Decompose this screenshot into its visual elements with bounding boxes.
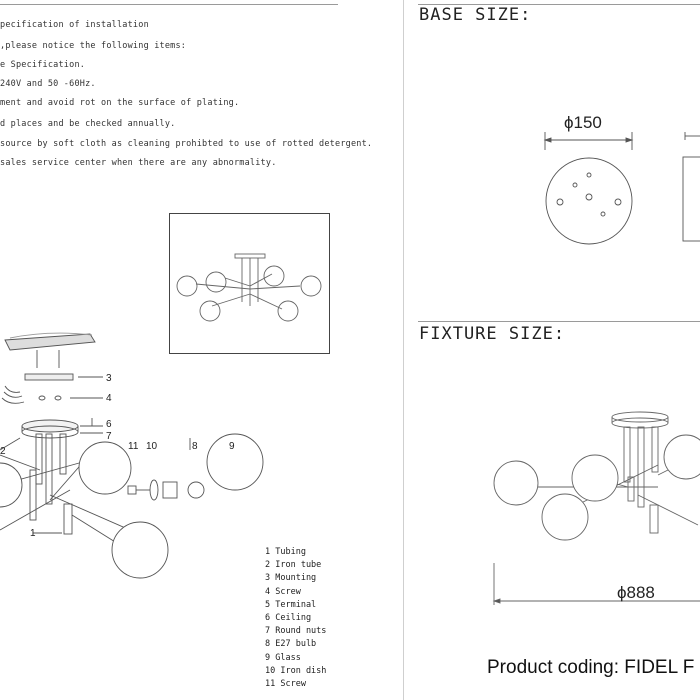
instruction-line: source by soft cloth as cleaning prohibt… xyxy=(0,139,373,149)
instruction-line: d places and be checked annually. xyxy=(0,119,176,129)
product-preview-frame xyxy=(169,213,330,354)
product-preview-drawing xyxy=(176,253,322,322)
legend-item: 6 Ceiling xyxy=(265,613,312,624)
fixture-size-title: FIXTURE SIZE: xyxy=(419,324,566,344)
parts-legend: 1 Tubing 2 Iron tube 3 Mounting 4 Screw … xyxy=(265,546,326,691)
callout-6: 6 xyxy=(106,419,112,430)
callout-9: 9 xyxy=(229,441,235,452)
callout-3: 3 xyxy=(106,373,112,384)
top-divider-left xyxy=(0,4,338,5)
base-plate-drawing xyxy=(543,132,700,245)
instruction-line: ,please notice the following items: xyxy=(0,41,187,51)
center-divider xyxy=(403,0,404,700)
legend-item: 9 Glass xyxy=(265,652,301,663)
legend-item: 10 Iron dish xyxy=(265,665,327,676)
legend-item: 5 Terminal xyxy=(265,599,317,610)
callout-1: 1 xyxy=(30,528,36,539)
base-size-title: BASE SIZE: xyxy=(419,5,532,25)
legend-item: 7 Round nuts xyxy=(265,626,327,637)
instruction-line: ment and avoid rot on the surface of pla… xyxy=(0,98,240,108)
legend-item: 3 Mounting xyxy=(265,573,317,584)
fixture-drawing xyxy=(492,411,700,605)
callout-4: 4 xyxy=(106,393,112,404)
callout-7: 7 xyxy=(106,431,112,442)
fixture-divider xyxy=(418,321,700,322)
legend-item: 8 E27 bulb xyxy=(265,639,317,650)
legend-item: 11 Screw xyxy=(265,679,306,690)
instruction-line: sales service center when there are any … xyxy=(0,158,277,168)
product-coding: Product coding: FIDEL F xyxy=(487,657,695,678)
callout-8: 8 xyxy=(192,441,198,452)
base-diameter-label: ϕ150 xyxy=(564,113,602,132)
instruction-line: 240V and 50 -60Hz. xyxy=(0,79,96,89)
legend-item: 4 Screw xyxy=(265,586,301,597)
legend-item: 2 Iron tube xyxy=(265,560,322,571)
top-divider-right xyxy=(418,4,700,5)
fixture-diameter-label: ϕ888 xyxy=(617,583,655,602)
callout-2: 2 xyxy=(0,446,6,457)
exploded-assembly-diagram xyxy=(0,332,264,579)
callout-10: 10 xyxy=(146,441,158,452)
legend-item: 1 Tubing xyxy=(265,547,306,557)
callout-11: 11 xyxy=(128,441,139,452)
instruction-line: pecification of installation xyxy=(0,20,149,30)
instruction-line: e Specification. xyxy=(0,60,86,70)
